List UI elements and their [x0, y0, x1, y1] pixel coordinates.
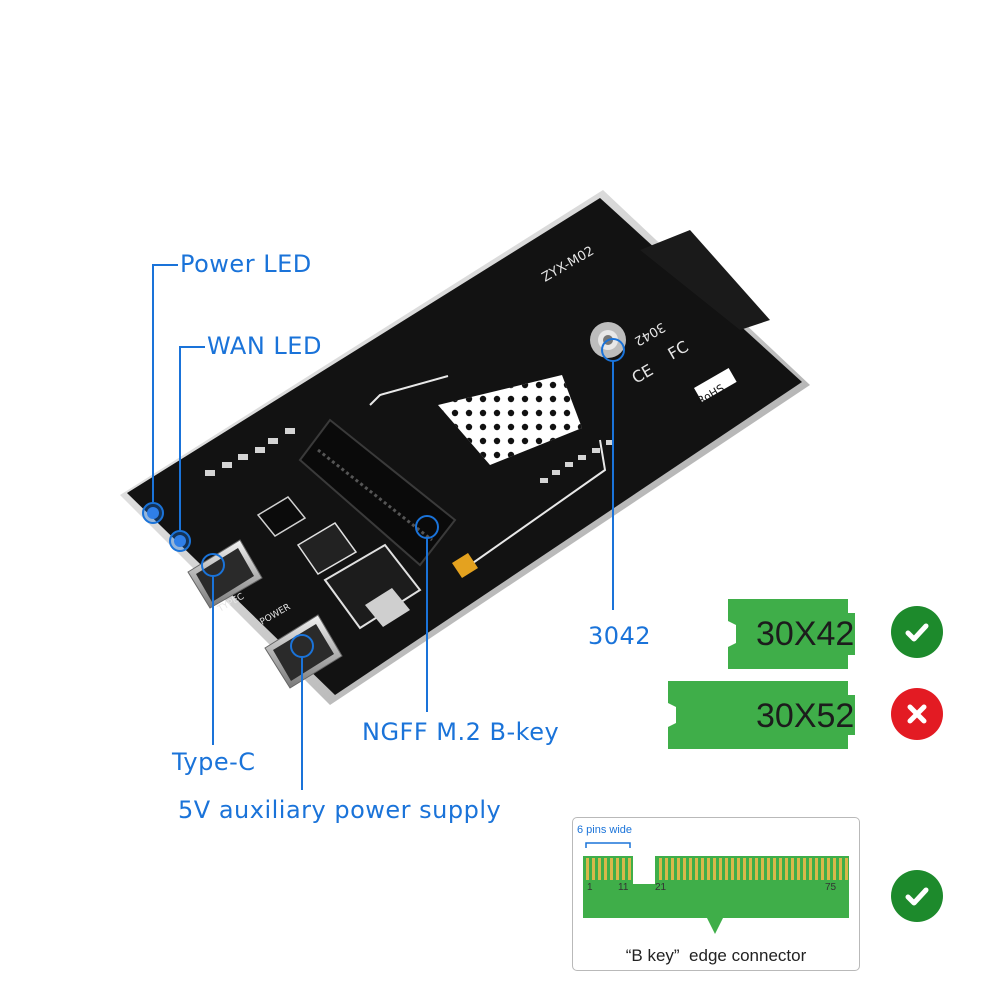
gold-pin: [695, 858, 698, 880]
callout-form-factor: 3042: [588, 622, 652, 650]
callout-type-c: Type-C: [172, 748, 256, 776]
edge-connector-drawing: [583, 842, 849, 934]
callout-power-led: Power LED: [180, 250, 312, 278]
edge-connector-caption: “B key” edge connector: [625, 946, 807, 965]
gold-pin: [839, 858, 842, 880]
card-30x42-label: 30X42: [756, 615, 855, 653]
gold-pin: [743, 858, 746, 880]
gold-pin: [767, 858, 770, 880]
gold-pin: [659, 858, 662, 880]
gold-pin: [731, 858, 734, 880]
gold-pin: [665, 858, 668, 880]
board-end-cap: [640, 230, 770, 330]
small-chip: [256, 496, 307, 537]
pin-number-75: 75: [825, 882, 837, 893]
card-30x42-image: [728, 599, 855, 669]
pin-number-1: 1: [587, 882, 593, 893]
gold-pin: [689, 858, 692, 880]
type-c-port: [187, 539, 263, 609]
board-pcb: [127, 198, 802, 695]
gold-pin: [701, 858, 704, 880]
gold-pin: [677, 858, 680, 880]
gold-pin: [773, 858, 776, 880]
callout-aux-power: 5V auxiliary power supply: [178, 796, 502, 824]
cross-icon: [891, 688, 943, 740]
gold-pin: [827, 858, 830, 880]
gold-pin: [737, 858, 740, 880]
callout-wan-led: WAN LED: [207, 332, 322, 360]
gold-pin: [821, 858, 824, 880]
card-30x52-image: [668, 681, 855, 749]
pin-number-21: 21: [655, 882, 667, 893]
gold-pins: [659, 858, 848, 880]
check-icon: [891, 606, 943, 658]
edge-connector-diagram: 6 pins wide 1 11 21 75 “B key” edge conn…: [572, 817, 860, 971]
gold-pin: [785, 858, 788, 880]
gold-pin: [719, 858, 722, 880]
wan-led: [169, 530, 191, 552]
gold-pin: [755, 858, 758, 880]
check-icon: [891, 870, 943, 922]
gold-pin: [815, 858, 818, 880]
power-led: [142, 502, 164, 524]
power-port: [264, 614, 343, 689]
gold-pin: [833, 858, 836, 880]
tantalum-capacitor: [452, 553, 478, 578]
card-30x52-label: 30X52: [756, 697, 855, 735]
callout-m2-slot: NGFF M.2 B-key: [362, 718, 560, 746]
callout-leader-lines: [142, 264, 625, 790]
gold-pin: [707, 858, 710, 880]
gold-pin: [779, 858, 782, 880]
gold-pin: [791, 858, 794, 880]
gold-pin: [803, 858, 806, 880]
chip-pins: [296, 522, 358, 575]
gold-pin: [749, 858, 752, 880]
gold-pin: [809, 858, 812, 880]
gold-pin: [761, 858, 764, 880]
gold-pin: [683, 858, 686, 880]
bracket-label: 6 pins wide: [577, 824, 633, 836]
gold-pin: [671, 858, 674, 880]
gold-pin: [725, 858, 728, 880]
gold-pin: [713, 858, 716, 880]
pin-number-11: 11: [618, 882, 629, 893]
gold-pin: [797, 858, 800, 880]
gold-pin: [845, 858, 848, 880]
regulator-chip: [323, 543, 422, 630]
